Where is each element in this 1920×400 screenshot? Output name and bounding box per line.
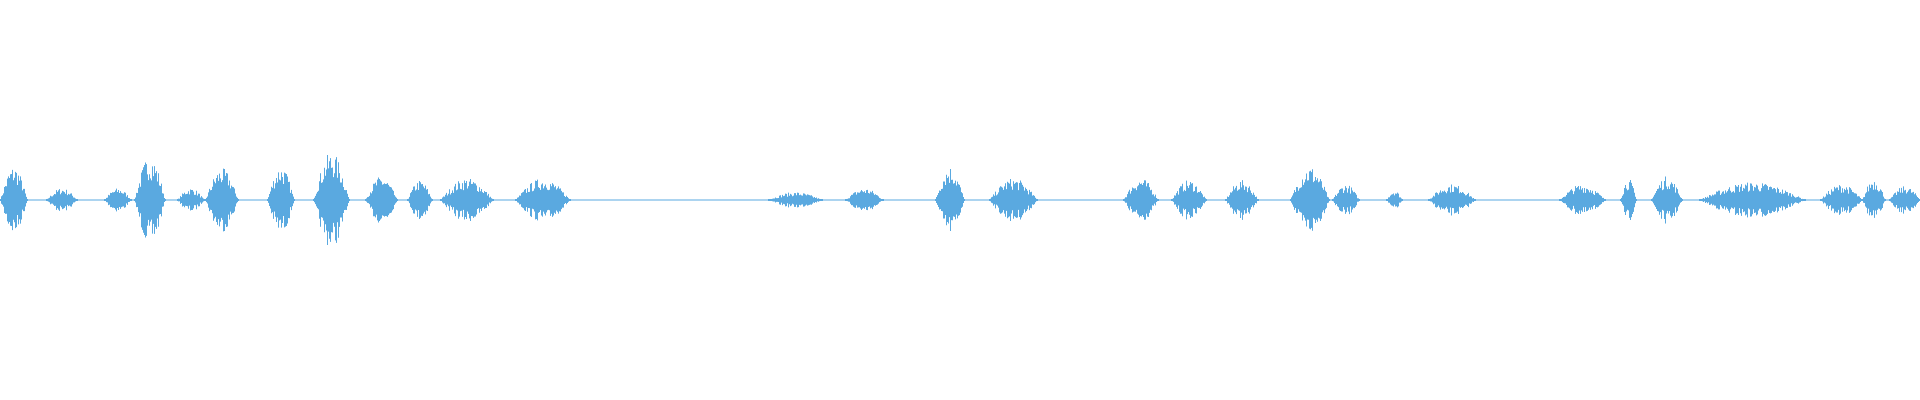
- waveform-bars: [0, 155, 1920, 245]
